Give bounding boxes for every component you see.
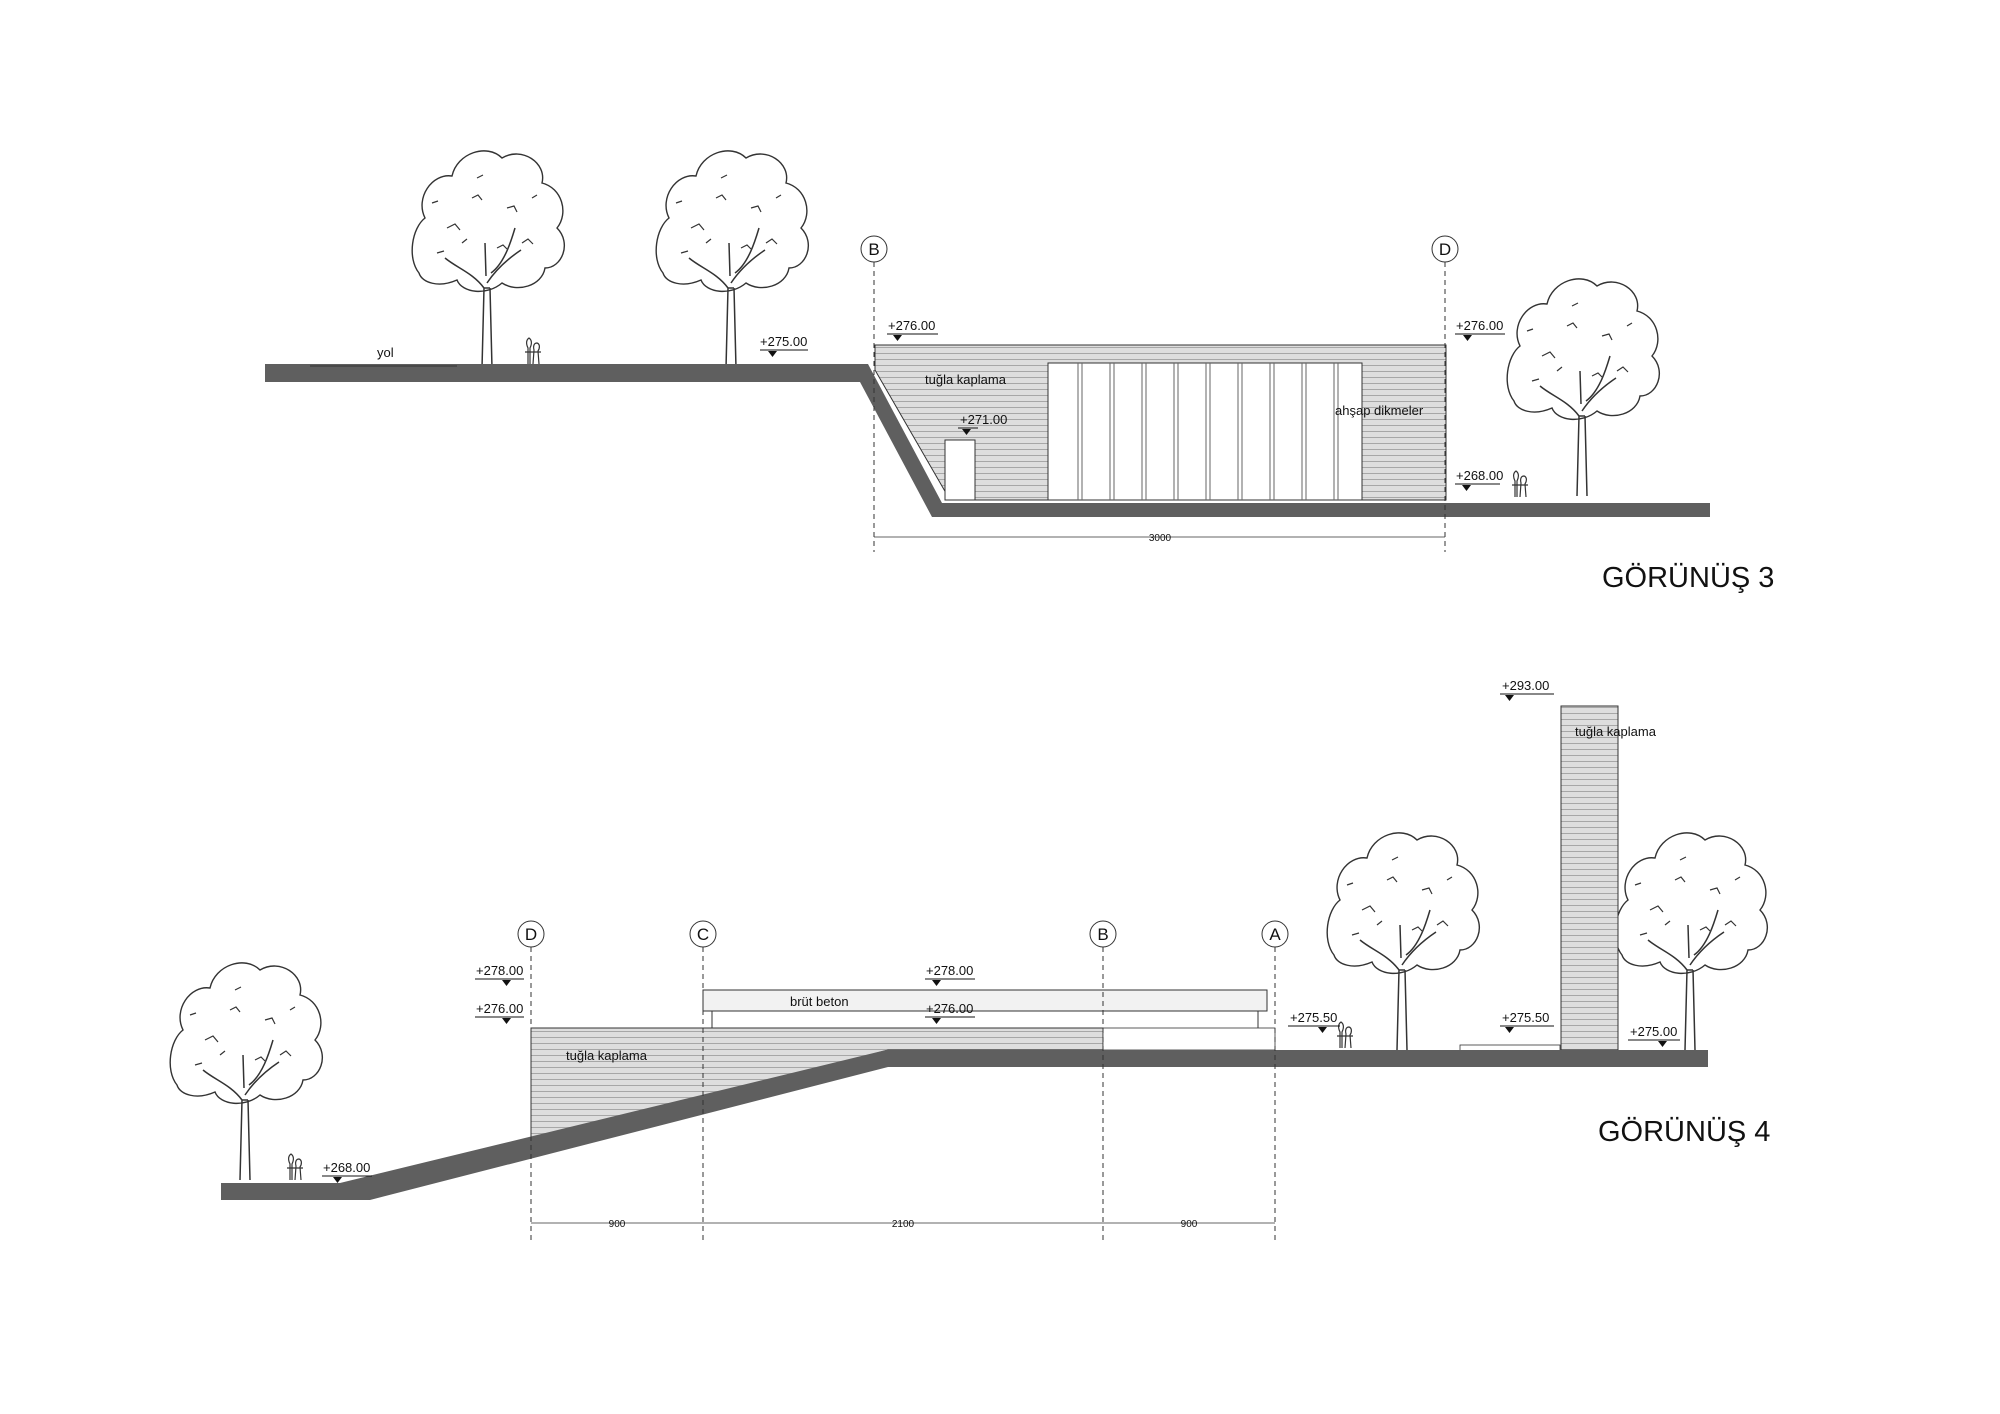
dimension-label: 900: [1181, 1219, 1198, 1230]
grid-label: A: [1269, 925, 1281, 944]
level-marker: +276.00: [475, 1001, 524, 1024]
road-label: yol: [377, 345, 394, 360]
level-label: +276.00: [888, 318, 935, 333]
tower-brick-label: tuğla kaplama: [1575, 724, 1657, 739]
level-marker: +276.00: [1455, 318, 1505, 341]
level-label: +275.50: [1502, 1010, 1549, 1025]
elevation-title: GÖRÜNÜŞ 4: [1598, 1116, 1770, 1148]
level-marker: +278.00: [475, 963, 524, 986]
tree-icon: [1326, 832, 1481, 1051]
grid-bubble-b: [1089, 920, 1117, 948]
level-label: +293.00: [1502, 678, 1549, 693]
level-label: +278.00: [476, 963, 523, 978]
tree-icon: [1614, 832, 1769, 1051]
concrete-label: brüt beton: [790, 994, 849, 1009]
dimension-label: 900: [609, 1219, 626, 1230]
dimension-label: 2100: [892, 1219, 915, 1230]
ground-section: [265, 364, 1710, 517]
level-marker: +268.00: [1455, 468, 1503, 491]
level-marker: +268.00: [322, 1160, 372, 1183]
elevation-4: D C B A 900 2100 900 +278.00 +276.00 +27…: [169, 678, 1770, 1240]
timber-posts-label: ahşap dikmeler: [1335, 403, 1424, 418]
grid-bubble-c: [689, 920, 717, 948]
level-marker: +275.00: [1628, 1024, 1680, 1047]
brick-cladding-label: tuğla kaplama: [925, 372, 1007, 387]
grid-bubble-b: [860, 235, 888, 263]
level-marker: +278.00: [925, 963, 975, 986]
door: [944, 439, 976, 501]
level-label: +276.00: [1456, 318, 1503, 333]
level-label: +275.00: [1630, 1024, 1677, 1039]
person-icon: [524, 337, 542, 365]
level-label: +275.00: [760, 334, 807, 349]
level-marker: +276.00: [887, 318, 938, 341]
grid-label: D: [1439, 240, 1451, 259]
person-icon: [286, 1153, 304, 1181]
level-label: +278.00: [926, 963, 973, 978]
level-marker: +276.00: [925, 1001, 975, 1024]
elevation-title: GÖRÜNÜŞ 3: [1602, 562, 1774, 594]
level-label: +275.50: [1290, 1010, 1337, 1025]
person-icon: [1511, 470, 1529, 498]
level-label: +276.00: [926, 1001, 973, 1016]
dimension-label: 3000: [1149, 533, 1172, 544]
tree-icon: [1506, 278, 1661, 497]
level-marker: +275.00: [760, 334, 808, 357]
level-label: +276.00: [476, 1001, 523, 1016]
grid-label: D: [525, 925, 537, 944]
grid-bubble-d: [1431, 235, 1459, 263]
level-label: +271.00: [960, 412, 1007, 427]
grid-label: B: [1097, 925, 1108, 944]
timber-facade: [1047, 362, 1363, 501]
ground-section: [221, 1050, 1708, 1200]
glazing: [1102, 1027, 1276, 1051]
grid-label: B: [868, 240, 879, 259]
level-marker: +271.00: [958, 412, 1007, 435]
concrete-canopy: [702, 989, 1268, 1012]
brick-tower: [1560, 705, 1619, 1051]
level-marker: +275.50: [1288, 1010, 1340, 1033]
tree-icon: [169, 962, 324, 1181]
level-marker: +293.00: [1500, 678, 1554, 701]
grid-bubble-d: [517, 920, 545, 948]
level-label: +268.00: [1456, 468, 1503, 483]
tree-icon: [411, 150, 566, 369]
grid-label: C: [697, 925, 709, 944]
grid-bubble-a: [1261, 920, 1289, 948]
elevation-3: B D 3000 +275.00 +276.00 +271.00 +276.00: [265, 150, 1774, 594]
timber-posts: [1077, 363, 1339, 500]
level-marker: +275.50: [1500, 1010, 1554, 1033]
brick-cladding-label: tuğla kaplama: [566, 1048, 648, 1063]
level-label: +268.00: [323, 1160, 370, 1175]
